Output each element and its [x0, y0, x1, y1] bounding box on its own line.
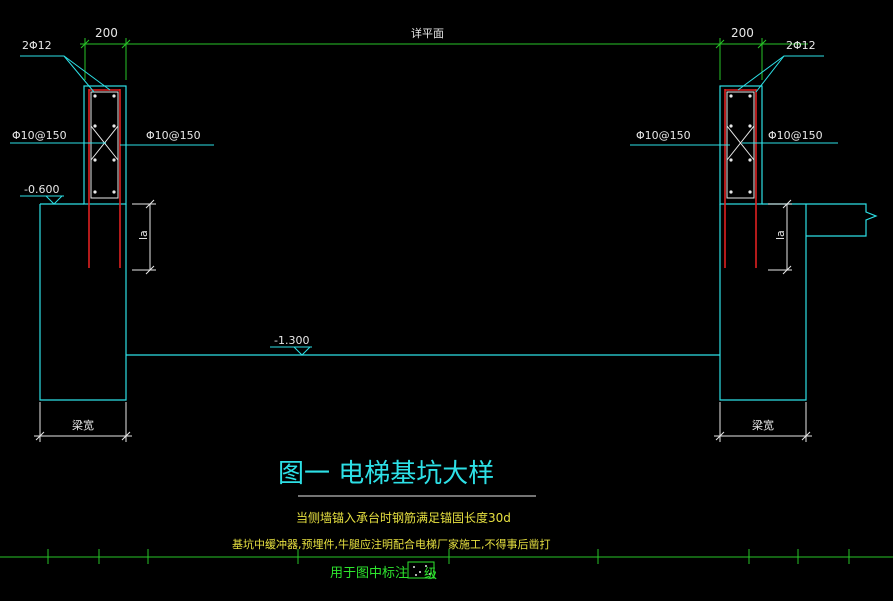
note-line-3: 用于图中标注	[330, 566, 408, 581]
note-line-1: 当侧墙锚入承台时钢筋满足锚固长度30d	[296, 510, 511, 525]
rebar-label-right-inner: Φ10@150	[636, 129, 691, 142]
dim-top-span: 详平面	[411, 26, 444, 40]
rebar-label-left-inner: Φ10@150	[146, 129, 201, 142]
rebar-label-top-left: 2Φ12	[22, 39, 52, 52]
dim-left-width: 200	[95, 26, 118, 40]
elevation-pit-text: -1.300	[274, 334, 309, 347]
pit-outline	[39, 85, 878, 401]
top-dimension-line	[80, 38, 808, 80]
elevation-top-text: -0.600	[24, 183, 59, 196]
legend-mark: 级	[424, 567, 437, 582]
la-left-label: la	[137, 230, 150, 240]
rebar-dots	[93, 94, 752, 194]
dim-right-width: 200	[731, 26, 754, 40]
bottom-rule	[0, 549, 893, 564]
elevation-mark-top	[20, 195, 64, 205]
beam-width-left: 梁宽	[72, 418, 94, 432]
elevation-mark-pit	[270, 346, 312, 356]
la-right-label: la	[774, 230, 787, 240]
la-dimensions	[132, 199, 792, 275]
drawing-title: 图一 电梯基坑大样	[278, 459, 494, 489]
rebar-label-top-right: 2Φ12	[786, 39, 816, 52]
rebar-label-right-outer: Φ10@150	[768, 129, 823, 142]
rebar-label-left-outer: Φ10@150	[12, 129, 67, 142]
beam-width-right: 梁宽	[752, 418, 774, 432]
beam-width-dimensions	[34, 402, 812, 442]
wall-rebar	[88, 89, 757, 268]
leader-lines	[10, 55, 838, 146]
note-line-2: 基坑中缓冲器,预埋件,牛腿应注明配合电梯厂家施工,不得事后凿打	[232, 537, 551, 551]
hatch-legend-icon	[407, 561, 435, 579]
